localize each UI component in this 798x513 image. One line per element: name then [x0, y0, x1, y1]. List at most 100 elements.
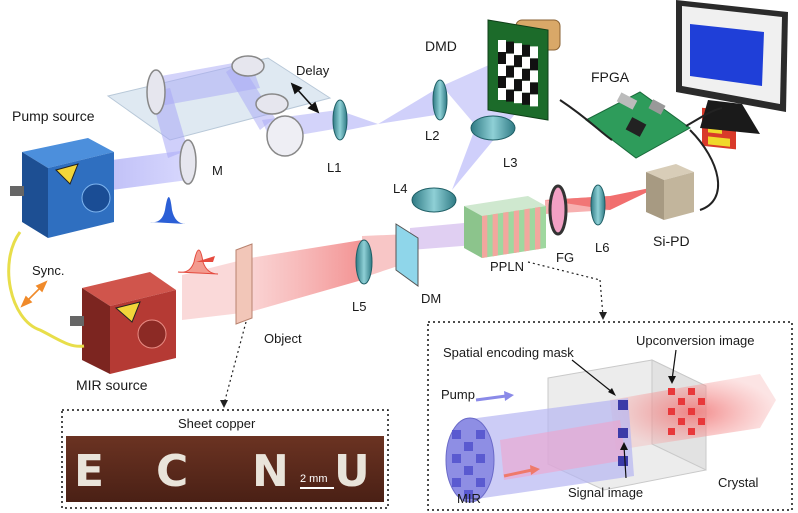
dmd-mirror-cell [530, 94, 538, 107]
dmd-mirror-cell [522, 44, 530, 57]
dmd-mirror-cell [506, 53, 514, 66]
dmd-mirror-cell [498, 88, 506, 100]
ppln-domain-stripe [524, 208, 530, 252]
pd-cable [689, 129, 719, 211]
dmd-mirror-cell [514, 55, 522, 68]
dmd-mirror-cell [498, 64, 506, 76]
dmd-mirror-cell [514, 79, 522, 92]
dmd-mirror-cell [522, 92, 530, 105]
mask-cell [452, 478, 461, 487]
mask-cell [476, 454, 485, 463]
dmd-mirror-cell [514, 91, 522, 104]
label-inset-pump: Pump [441, 387, 475, 402]
label-mir-source: MIR source [76, 377, 148, 393]
label-fg: FG [556, 250, 574, 265]
dmd-cable [559, 99, 613, 141]
pump-source-box [10, 138, 114, 238]
ppln-domain-stripe [535, 206, 541, 250]
label-l5: L5 [352, 299, 366, 314]
object-callout-arrow [220, 400, 228, 408]
lens-l6 [590, 184, 606, 226]
ppln-callout-line [527, 261, 601, 281]
mir-pulse-arrow-icon [196, 256, 215, 262]
label-si-pd: Si-PD [653, 233, 690, 249]
object-callout-line [223, 321, 247, 405]
dichroic-mirror [395, 223, 419, 287]
copper-letter-4: U [334, 446, 370, 497]
upconversion-cell [678, 398, 685, 405]
dmd-mirror-cell [506, 65, 514, 78]
mask-cell [464, 442, 473, 451]
lens-l2 [432, 79, 448, 121]
label-l4: L4 [393, 181, 407, 196]
dmd-mirror-cell [514, 43, 522, 56]
label-upconversion: Upconversion image [636, 333, 755, 348]
upconversion-cell [688, 428, 695, 435]
label-l6: L6 [595, 240, 609, 255]
delay-arrow [290, 82, 320, 114]
ppln-crystal [464, 196, 546, 258]
dmd-mirror-cell [522, 68, 530, 81]
mask-cell [464, 490, 473, 499]
lens-l1 [332, 99, 348, 141]
dmd-mirror-cell [506, 77, 514, 90]
label-l3: L3 [503, 155, 517, 170]
dmd-mirror-cell [498, 40, 506, 52]
filter-fg [548, 184, 568, 236]
lens-l4 [411, 187, 457, 213]
dmd-mirror-cell [530, 82, 538, 95]
label-object: Object [264, 331, 302, 346]
label-signal-image: Signal image [568, 485, 643, 500]
sync-arrow [20, 280, 48, 308]
mask-cell [618, 428, 628, 438]
crystal-inset [427, 321, 793, 511]
dmd-mirror-cell [530, 46, 538, 59]
label-sync: Sync. [32, 263, 65, 278]
mask-cell [476, 478, 485, 487]
lens-l3 [470, 115, 516, 141]
sync-cable [7, 231, 85, 348]
ppln-domain-stripe [503, 211, 509, 255]
upconversion-cell [668, 428, 675, 435]
fpga-board [585, 91, 691, 159]
object-plate [235, 243, 253, 325]
upconversion-cell [698, 418, 705, 425]
label-dm: DM [421, 291, 441, 306]
mask-cell [476, 430, 485, 439]
mask-cell [464, 466, 473, 475]
lens-l5 [355, 239, 373, 285]
dmd [487, 19, 561, 121]
mirror-m [179, 139, 197, 185]
mask-cell [452, 430, 461, 439]
label-pump-source: Pump source [12, 108, 95, 124]
label-dmd: DMD [425, 38, 457, 54]
dmd-mirror-cell [498, 52, 506, 64]
scale-bar-label: 2 mm [300, 473, 328, 485]
copper-inset-title: Sheet copper [178, 416, 256, 431]
ppln-domain-stripe [513, 210, 520, 254]
dmd-mirror-cell [530, 70, 538, 83]
monitor-cable [685, 107, 723, 127]
si-pd-detector [646, 164, 694, 220]
upconversion-cell [698, 398, 705, 405]
ppln-domain-stripe [492, 213, 498, 257]
label-mirror-m: M [212, 163, 223, 178]
computer-monitor [676, 0, 788, 150]
label-inset-mir: MIR [457, 491, 481, 506]
pump-beam-path [112, 60, 520, 190]
label-crystal: Crystal [718, 475, 759, 490]
mask-cell [618, 400, 628, 410]
dmd-mirror-cell [530, 58, 538, 71]
label-ppln: PPLN [490, 259, 524, 274]
copper-letter-2: C [156, 446, 188, 497]
dmd-mirror-cell [506, 89, 514, 102]
label-fpga: FPGA [591, 69, 630, 85]
dmd-mirror-cell [514, 67, 522, 80]
delay-mirrors [146, 55, 304, 157]
dmd-mirror-cell [522, 80, 530, 93]
dmd-mirror-cell [498, 76, 506, 88]
mask-cell [452, 454, 461, 463]
upconversion-cell [668, 408, 675, 415]
upconversion-cell [678, 418, 685, 425]
